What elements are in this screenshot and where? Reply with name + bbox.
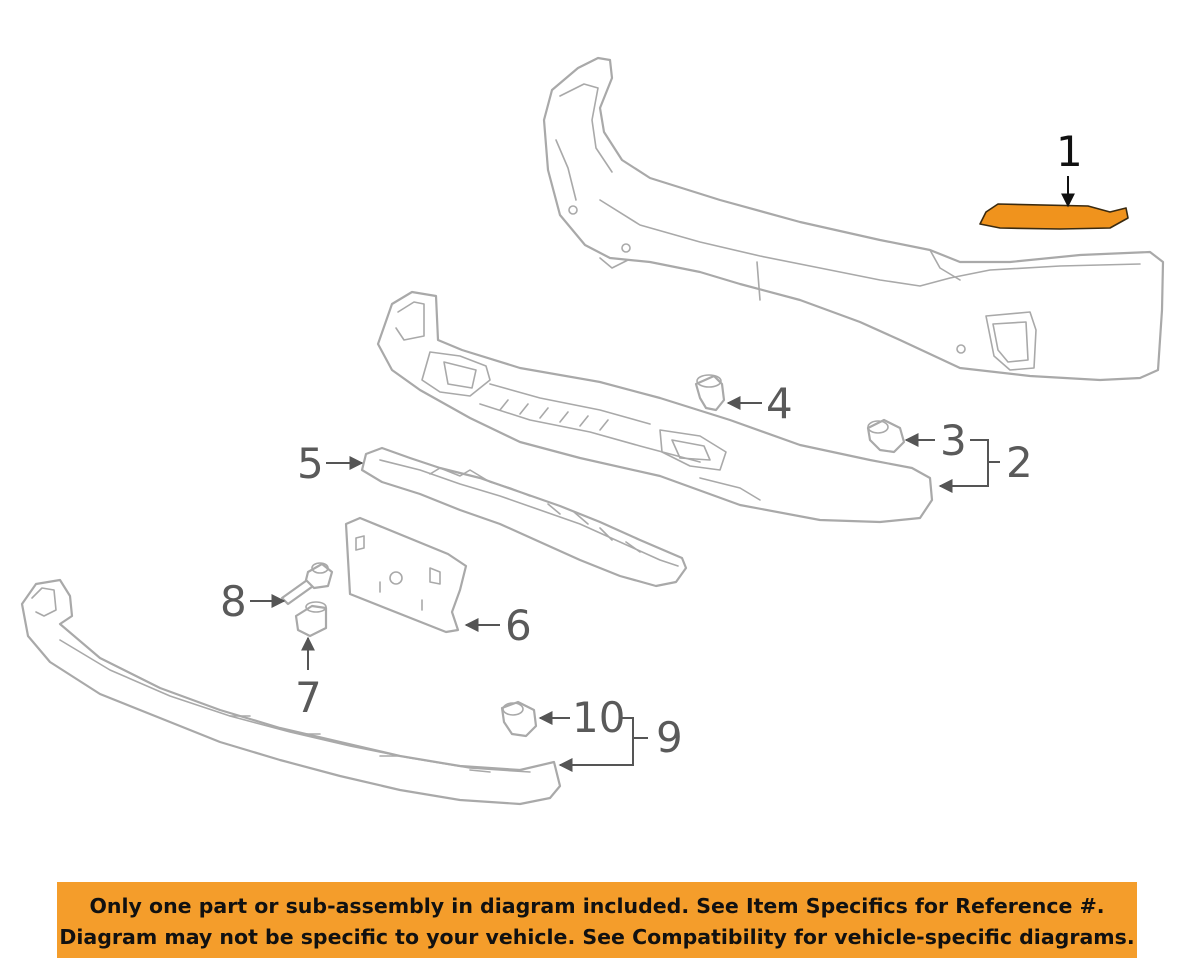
callout-9: 9: [656, 713, 683, 762]
callout-5: 5: [297, 439, 324, 488]
bolt-8: [280, 562, 334, 606]
callout-8: 8: [220, 577, 247, 626]
license-bracket: [344, 516, 468, 634]
push-pin-7: [294, 601, 328, 638]
callout-3: 3: [940, 416, 967, 465]
lower-valance: [20, 578, 562, 806]
notice-line-2: Diagram may not be specific to your vehi…: [59, 925, 1135, 949]
callout-7: 7: [295, 673, 322, 722]
highlighted-part-1: [979, 203, 1129, 230]
callout-2: 2: [1006, 438, 1033, 487]
grommet-3: [866, 418, 906, 454]
callout-6: 6: [505, 601, 532, 650]
parts-diagram: 1 2 3 4 5 6 7 8 9 10: [20, 56, 1165, 806]
bumper-face-bar: [542, 56, 1165, 382]
upper-cover: [376, 290, 934, 524]
leader-lines: [250, 176, 1075, 772]
bumper-reinforcement: [360, 446, 688, 588]
grommet-10: [500, 700, 538, 738]
callout-4: 4: [766, 379, 793, 428]
callout-10: 10: [572, 693, 625, 742]
callout-1: 1: [1056, 127, 1083, 176]
notice-banner: Only one part or sub-assembly in diagram…: [57, 882, 1137, 958]
notice-line-1: Only one part or sub-assembly in diagram…: [89, 894, 1105, 918]
clip-4: [694, 374, 726, 412]
